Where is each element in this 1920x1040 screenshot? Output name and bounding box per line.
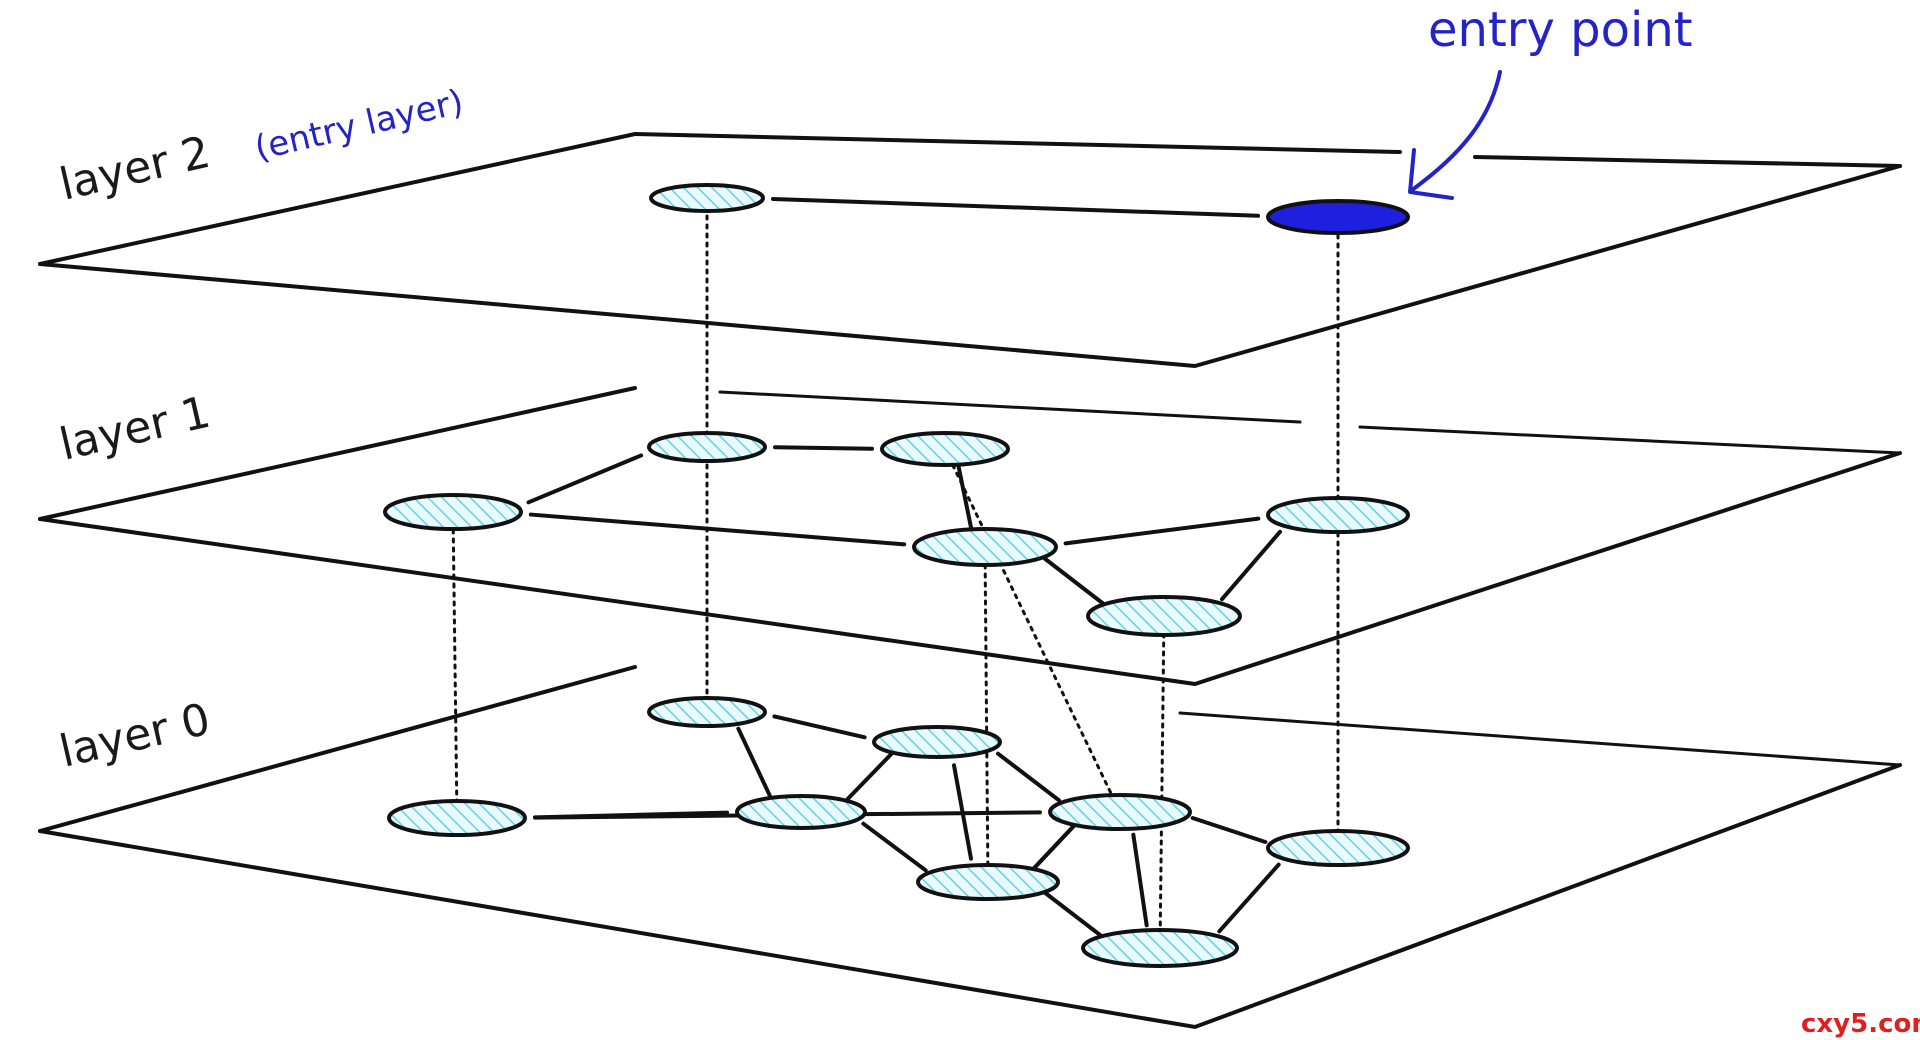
node-L1_A (647, 431, 767, 463)
edge-L1_C-L1_D (528, 512, 907, 547)
plane-layer2 (38, 132, 1902, 368)
node-L0_A (647, 696, 767, 728)
edge-L0_E-L0_I (1190, 816, 1268, 844)
entry-point-node (1266, 199, 1410, 235)
edge-L0_A-L0_C (736, 726, 772, 798)
node-L0_H (1081, 928, 1239, 968)
graph-edges (526, 196, 1282, 939)
node-L1_B (880, 431, 1010, 467)
entry-point-label: entry point (1428, 2, 1693, 58)
edge-L0_C-L0_F (861, 821, 928, 873)
inter-layer-link-L1_C-L0_B (451, 510, 459, 820)
edge-L0_C-L0_D (844, 751, 894, 803)
node-L1_F (1086, 595, 1242, 637)
node-L0_C (735, 794, 867, 830)
inter-layer-links (451, 196, 1340, 950)
edge-L0_H-L0_I (1217, 862, 1281, 934)
edge-L1_E-L1_F (1220, 529, 1282, 602)
node-L0_B (387, 799, 527, 837)
edge-L0_D-L0_E (996, 751, 1061, 803)
edge-L1_B-L1_D (956, 463, 974, 533)
edge-L0_E-L0_H (1131, 832, 1149, 928)
entry-point-annotation: entry point (1408, 2, 1693, 200)
layer-2-label: layer 2 (55, 127, 215, 211)
node-L0_I (1266, 829, 1410, 867)
inter-layer-link-L1_F-L0_H (1158, 614, 1166, 950)
node-L2_A (649, 183, 765, 213)
node-L1_E (1266, 496, 1410, 534)
node-L1_D (912, 527, 1058, 567)
edge-L1_A-L1_C (526, 453, 644, 505)
entry-layer-note: (entry layer) (251, 82, 467, 169)
node-L0_F (916, 863, 1060, 901)
node-L1_C (383, 493, 523, 531)
edge-L1_A-L1_B (772, 445, 875, 451)
watermark: cxy5.com (1801, 1009, 1920, 1039)
edge-L1_D-L1_E (1063, 516, 1261, 546)
edge-L2_A-L2_E (770, 196, 1261, 218)
node-L0_E (1048, 793, 1192, 831)
node-L0_D (872, 725, 1002, 759)
entry-point-arrowhead (1408, 148, 1454, 200)
inter-layer-link-L1_D-L0_G (983, 545, 990, 884)
entry-point-arrow (1410, 70, 1502, 192)
layer-1-label: layer 1 (55, 387, 215, 471)
edge-L0_G-L0_H (1043, 891, 1105, 939)
layer-0-label: layer 0 (55, 694, 215, 778)
graph-nodes (383, 183, 1410, 968)
inter-layer-link-L1_B-L0_E (943, 447, 1122, 814)
plane-layer0 (38, 665, 1902, 1030)
edge-L0_A-L0_D (772, 714, 867, 740)
edge-L0_D-L0_G (952, 763, 973, 861)
edge-L1_D-L1_F (1042, 556, 1107, 607)
edge-L0_E-L0_G (1030, 821, 1078, 873)
